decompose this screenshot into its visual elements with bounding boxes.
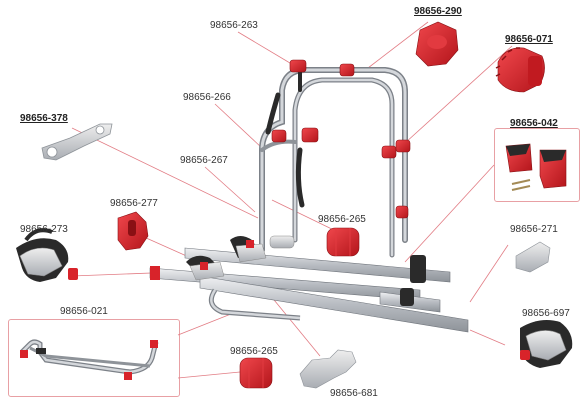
label-98656-697: 98656-697 xyxy=(522,308,570,319)
part-273-wheel-holder xyxy=(16,228,78,282)
label-98656-263: 98656-263 xyxy=(210,20,258,31)
label-98656-271: 98656-271 xyxy=(510,224,558,235)
label-98656-266: 98656-266 xyxy=(183,92,231,103)
part-271-cover xyxy=(515,241,551,273)
rack-frame xyxy=(259,67,408,258)
part-071-gear xyxy=(495,47,545,93)
part-277-handle xyxy=(117,211,149,251)
frame-clamps xyxy=(271,59,411,219)
label-98656-378: 98656-378 xyxy=(20,113,68,124)
part-265-cap-lower xyxy=(239,357,273,389)
label-98656-042: 98656-042 xyxy=(510,118,558,129)
part-042-clamps xyxy=(505,143,567,191)
wheel-holders xyxy=(186,235,295,281)
part-681-clamp xyxy=(299,349,357,389)
label-98656-290: 98656-290 xyxy=(414,6,462,17)
straps xyxy=(265,70,305,208)
part-290-knob xyxy=(415,21,459,67)
highlight-box-021 xyxy=(8,319,180,397)
label-98656-071: 98656-071 xyxy=(505,34,553,45)
label-98656-267: 98656-267 xyxy=(180,155,228,166)
label-98656-277: 98656-277 xyxy=(110,198,158,209)
part-021-frame-bar xyxy=(20,339,159,380)
part-378-bracket xyxy=(41,123,113,161)
part-697-wheel-holder xyxy=(520,320,573,368)
label-98656-273: 98656-273 xyxy=(20,224,68,235)
part-265-cap-upper xyxy=(326,227,360,257)
label-98656-265-lower: 98656-265 xyxy=(230,346,278,357)
label-98656-021: 98656-021 xyxy=(60,306,108,317)
label-98656-681: 98656-681 xyxy=(330,388,378,399)
label-98656-265-upper: 98656-265 xyxy=(318,214,366,225)
